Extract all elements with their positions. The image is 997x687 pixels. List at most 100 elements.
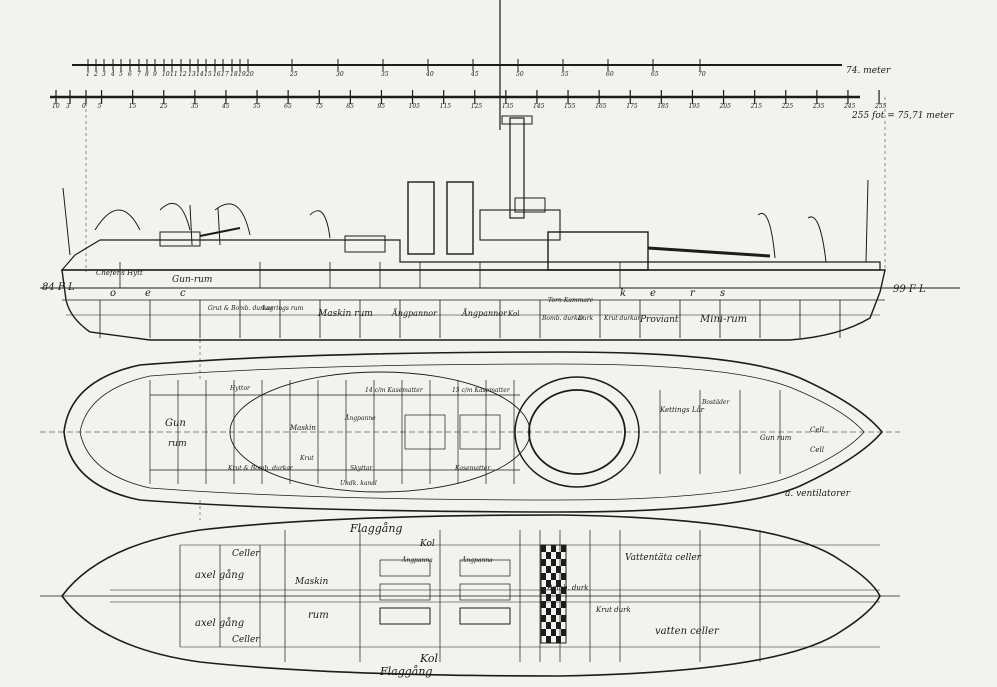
meter-tick-label: 19 [238, 71, 246, 78]
hold-room-label: Celler [232, 549, 260, 559]
deck-room-label: Skyttar [350, 465, 374, 472]
meter-tick-label: 12 [179, 71, 187, 78]
deck-room-label: Gun rum [760, 434, 792, 442]
room-label: Maskin rum [317, 309, 373, 319]
foot-tick-label: 235 [812, 103, 825, 110]
deck-room-label: Cell [810, 446, 824, 454]
magazine-cell [541, 601, 546, 608]
deck-room-label: Krut [299, 455, 314, 462]
frame-label-left: 84 F L [42, 282, 75, 293]
meter-tick-label: 40 [425, 71, 434, 78]
deck-room-label: Kasematter [454, 465, 491, 472]
room-label: Gun-rum [172, 275, 212, 285]
hold-room-label: Ångpanna [401, 556, 433, 564]
deck-room-label: Kettings Lår [659, 405, 705, 414]
foot-tick-label: 3 [66, 103, 70, 110]
deck-letter: s [720, 288, 725, 299]
meter-tick-label: 35 [381, 71, 389, 78]
meter-tick-label: 15 [204, 71, 212, 78]
magazine-cell [561, 573, 566, 580]
room-label: Ångpannor [391, 309, 438, 318]
foot-tick-label: 65 [284, 103, 292, 110]
magazine-cell [556, 580, 561, 587]
boiler-outline [379, 607, 431, 625]
foot-tick-label: 45 [221, 103, 230, 110]
hold-room-label: Maskin [294, 577, 329, 587]
room-label: Chefens Hytt [96, 269, 143, 277]
deck-room-label: 15 c/m Kasematter [452, 387, 511, 394]
magazine-cell [546, 622, 551, 629]
magazine-cell [541, 559, 546, 566]
hold-room-label: Vattentäta celler [625, 553, 702, 563]
meter-tick-label: 8 [145, 71, 149, 78]
foot-tick-label: 205 [719, 103, 732, 110]
foot-tick-label: 155 [564, 103, 576, 110]
deck-letter: k [620, 288, 626, 299]
foot-tick-label: 75 [315, 103, 323, 110]
hold-room-label: Flaggång [379, 665, 432, 678]
foot-tick-label: 35 [191, 103, 199, 110]
meter-tick-label: 65 [651, 71, 659, 78]
boiler-outline [459, 607, 511, 625]
room-label: Torn-Kammare [548, 297, 594, 304]
magazine-cell [556, 594, 561, 601]
magazine-cell [541, 587, 546, 594]
magazine-cell [541, 615, 546, 622]
foot-tick-label: 5 [98, 103, 102, 110]
deck-room-label: Krut & Bomb. durkar [227, 465, 294, 472]
foot-tick-label: 55 [253, 103, 261, 110]
magazine-cell [561, 559, 566, 566]
deck-room-label: Gun [165, 418, 186, 429]
meter-tick-label: 4 [110, 71, 115, 78]
meter-tick-label: 55 [561, 71, 569, 78]
foot-tick-label: 175 [626, 103, 638, 110]
meter-tick-label: 10 [162, 71, 170, 78]
room-label: Ångpannor [461, 309, 508, 318]
deck-room-label: Ångpanne [344, 414, 376, 422]
room-label: Grut & Bomb. durkar [208, 305, 274, 312]
room-label: Lagrings rum [261, 305, 304, 312]
meter-tick-label: 3 [102, 71, 106, 78]
ventilator-note: a. ventilatorer [785, 489, 851, 499]
main-gun [647, 246, 771, 258]
meter-tick-label: 16 [213, 71, 221, 78]
foot-tick-label: 145 [533, 103, 545, 110]
meter-tick-label: 7 [137, 71, 141, 78]
foot-tick-label: 15 [129, 103, 137, 110]
hold-room-label: axel gång [195, 617, 244, 629]
meter-tick-label: 30 [336, 71, 344, 78]
magazine-cell [546, 580, 551, 587]
room-label: Bomb. durkar [541, 315, 585, 322]
magazine-cell [561, 545, 566, 552]
magazine-cell [556, 636, 561, 643]
magazine-cell [541, 629, 546, 636]
mast [509, 117, 525, 219]
hold-room-label: Krut durk [595, 606, 631, 614]
deck-hatch [404, 414, 446, 450]
meter-tick-label: 11 [170, 71, 178, 78]
deck-room-label: Cell [810, 426, 824, 434]
meter-tick-label: 2 [93, 71, 98, 78]
foot-tick-label: 195 [688, 103, 700, 110]
foot-tick-label: 95 [377, 103, 385, 110]
magazine-cell [561, 587, 566, 594]
magazine-cell [551, 601, 556, 608]
room-label: Proviant [639, 315, 679, 325]
foot-tick-label: 215 [750, 103, 763, 110]
deck-room-label: Undk. kanal [340, 480, 377, 487]
deck-letter: e [650, 288, 656, 299]
magazine-cell [551, 559, 556, 566]
deck-letter: c [180, 288, 186, 299]
deck-room-label: Bostäder [701, 399, 730, 406]
meter-tick-label: 50 [516, 71, 524, 78]
meter-tick-label: 9 [153, 71, 157, 78]
room-label: Kol [507, 310, 520, 318]
foot-scale-unit: 255 fot = 75,71 meter [851, 111, 954, 121]
meter-tick-label: 17 [221, 71, 229, 78]
